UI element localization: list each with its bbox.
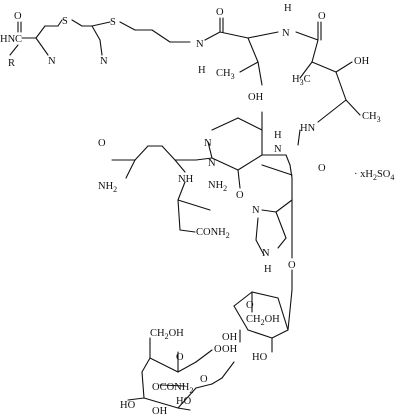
label-o-mid: O xyxy=(318,163,326,174)
label-n-ring2: N xyxy=(208,158,216,169)
top-left-fragment xyxy=(9,19,191,56)
label-n-imid2: N xyxy=(262,248,270,259)
label-ho-s3: HO xyxy=(176,396,192,407)
label-oconh2: OCONH2 xyxy=(152,382,193,395)
label-h-n1: H xyxy=(198,65,206,76)
label-oh-s1: OH xyxy=(222,344,238,355)
label-o-top: O xyxy=(14,11,22,22)
label-ch3-2: CH3 xyxy=(362,111,381,124)
label-o-sugar2: O xyxy=(214,344,222,355)
label-ho-s1: HO xyxy=(252,352,268,363)
label-oh-s2: OH xyxy=(222,332,238,343)
label-conh2: CONH2 xyxy=(196,227,230,240)
label-n-b: N xyxy=(100,56,108,67)
label-salt: · xH2SO4 xyxy=(354,169,394,182)
threonine-fragment xyxy=(204,17,361,146)
label-oh-2: OH xyxy=(354,56,370,67)
label-o-chain: O xyxy=(98,138,106,149)
label-h3c: H3C xyxy=(292,74,311,87)
label-r: R xyxy=(8,58,15,69)
label-nh-1: NH xyxy=(178,174,194,185)
label-s-1: S xyxy=(62,16,68,27)
label-o-sugar1: O xyxy=(246,300,254,311)
sugar-ring-1 xyxy=(233,289,293,353)
label-nh2-1: NH2 xyxy=(98,181,117,194)
label-oh-1: OH xyxy=(248,92,264,103)
label-o-ketone: O xyxy=(236,190,244,201)
label-oh-s3: OH xyxy=(152,406,168,416)
label-n-1: N xyxy=(196,39,204,50)
label-c-left: C xyxy=(15,34,22,45)
label-s-2: S xyxy=(110,17,116,28)
label-n-ring1: N xyxy=(204,138,212,149)
label-h-imid: H xyxy=(264,264,272,275)
label-n-ring3: N xyxy=(274,144,282,155)
sugar-ring-2 xyxy=(127,337,235,411)
left-side-chain xyxy=(111,145,211,233)
label-ch2oh-2: CH2OH xyxy=(150,328,184,341)
label-o-amide2: O xyxy=(318,11,326,22)
label-o-s4: O xyxy=(200,374,208,385)
label-ch3-1: CH3 xyxy=(216,68,235,81)
imidazole-and-linker xyxy=(255,164,293,291)
label-n-a: N xyxy=(48,56,56,67)
label-o-sugar3: O xyxy=(176,352,184,363)
label-hn-left: HN xyxy=(0,34,16,45)
pyrimidine-ring xyxy=(195,111,291,189)
label-hn-mid: HN xyxy=(300,123,316,134)
label-n-imid1: N xyxy=(252,205,260,216)
label-o-link: O xyxy=(288,260,296,271)
label-ch2oh-1: CH2OH xyxy=(246,314,280,327)
label-n-2: N xyxy=(282,28,290,39)
label-o-amide1: O xyxy=(216,7,224,18)
label-nh2-2: NH2 xyxy=(208,180,227,193)
atom-labels: O HN C R N S S N O H N N H O CH3 OH OH H… xyxy=(0,3,394,416)
label-ho-s2: HO xyxy=(120,400,136,411)
label-h-ring: H xyxy=(274,130,282,141)
label-h-n2: H xyxy=(284,3,292,14)
